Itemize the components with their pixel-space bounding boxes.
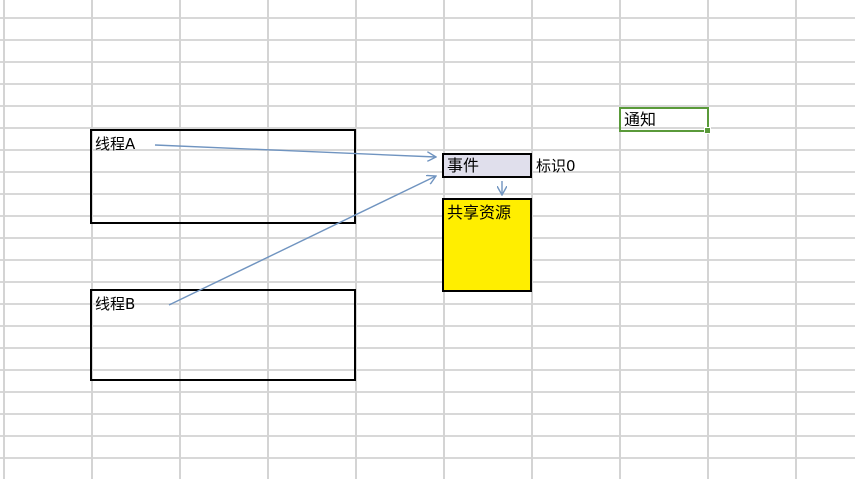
- shared-resource-label: 共享资源: [447, 203, 512, 222]
- notify-cell-text: 通知: [624, 110, 657, 129]
- selected-cell-notify[interactable]: 通知: [619, 107, 711, 134]
- fill-handle[interactable]: [704, 127, 711, 134]
- arrow-thread-a-to-event: [154, 144, 436, 157]
- thread-a-label: 线程A: [95, 135, 136, 153]
- flag-cell[interactable]: 标识0: [536, 157, 576, 175]
- thread-a-box[interactable]: 线程A: [90, 129, 356, 224]
- event-label: 事件: [447, 156, 480, 175]
- shared-resource-box[interactable]: 共享资源: [442, 198, 532, 292]
- thread-b-label: 线程B: [95, 295, 136, 313]
- arrow-thread-b-to-event: [168, 176, 436, 306]
- event-box[interactable]: 事件: [442, 153, 532, 178]
- thread-b-box[interactable]: 线程B: [90, 289, 356, 381]
